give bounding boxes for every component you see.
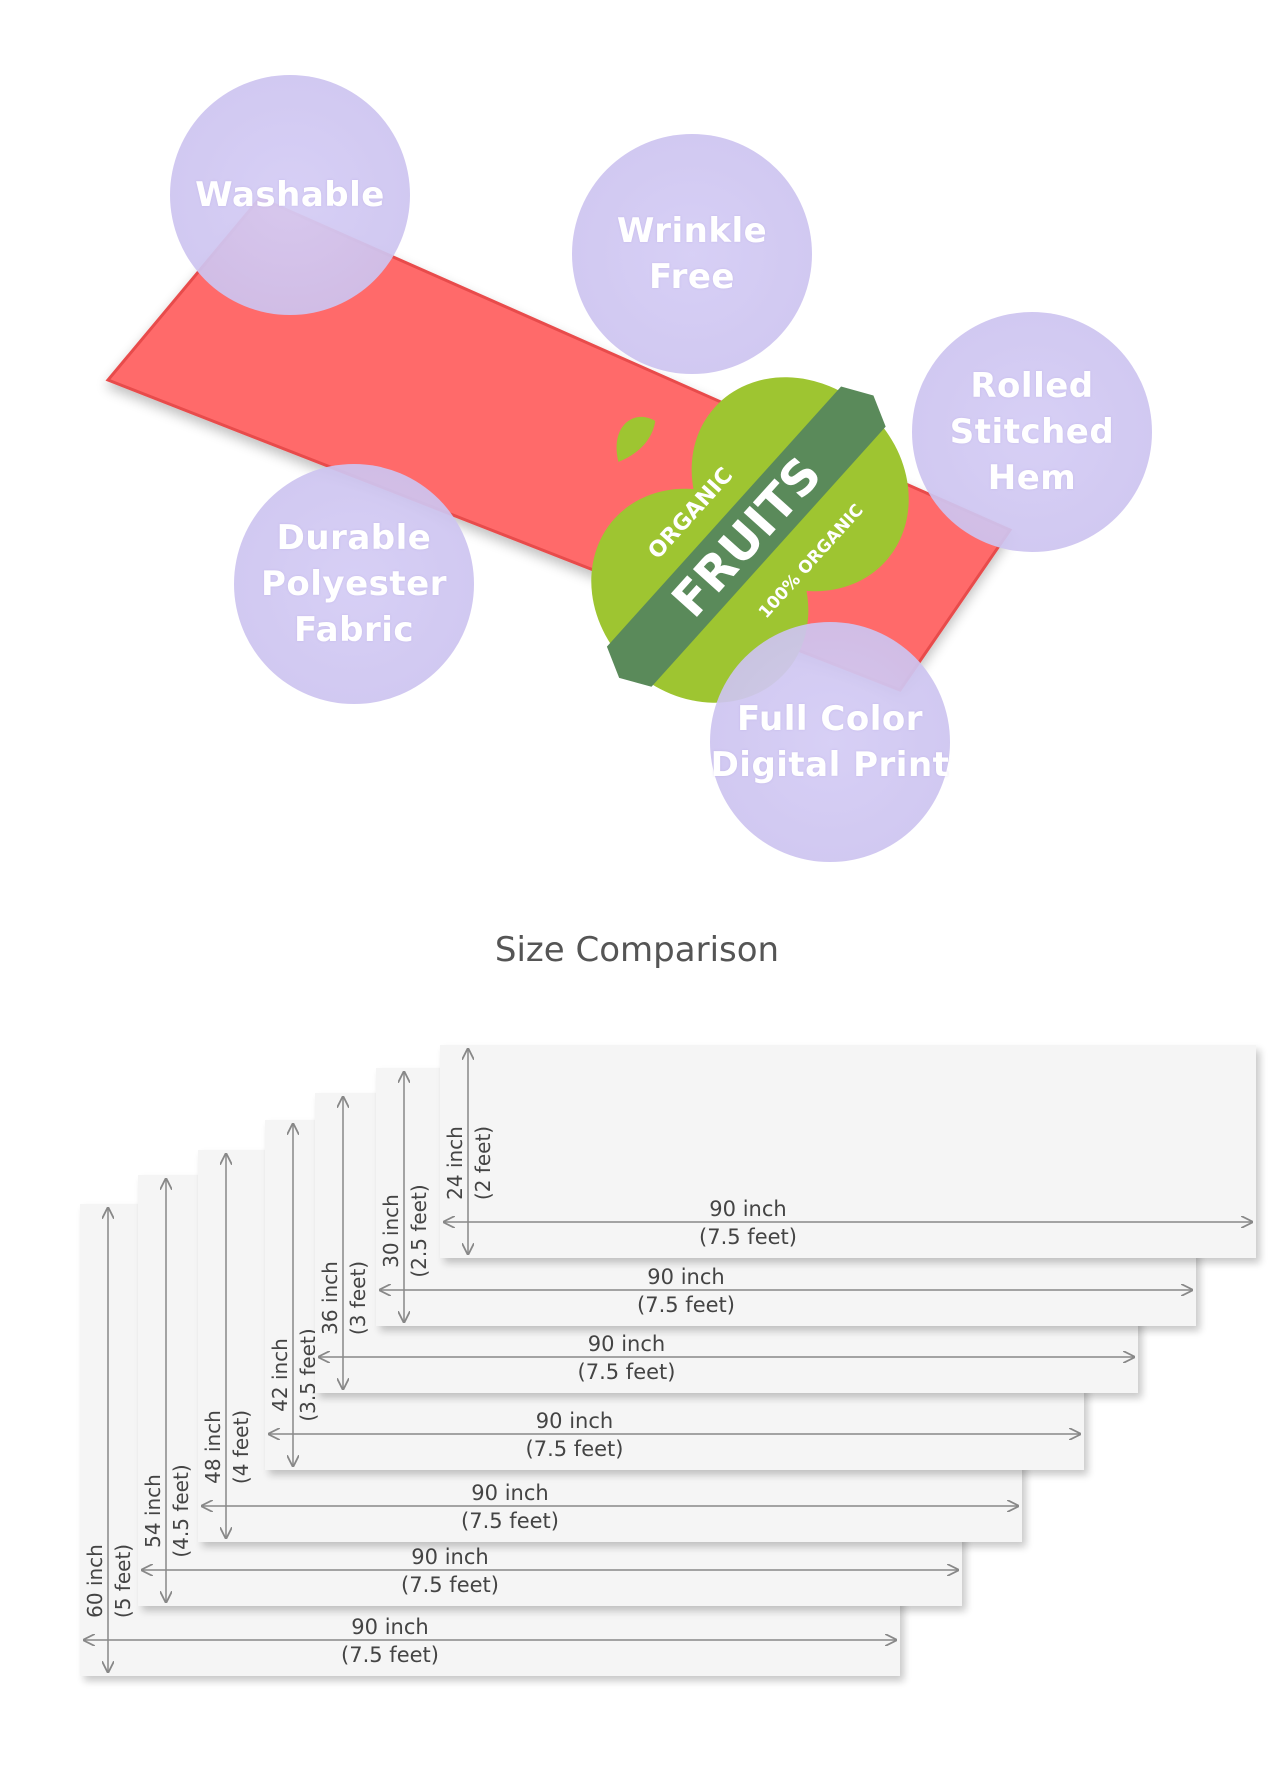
- width-inch-label: 90 inch: [588, 1332, 665, 1356]
- feature-badge-wrinkle-free: Wrinkle Free: [572, 134, 812, 374]
- feature-badge-durable-polyester-fabric: Durable Polyester Fabric: [234, 464, 474, 704]
- width-inch-label: 90 inch: [536, 1409, 613, 1433]
- organic-fruits-logo: FRUITS ORGANIC 100% ORGANIC: [591, 377, 909, 703]
- height-feet-label: (2.5 feet): [407, 1184, 431, 1277]
- feature-badge-rolled-stitched-hem: Rolled Stitched Hem: [912, 312, 1152, 552]
- table-runner-illustration: FRUITS ORGANIC 100% ORGANIC: [105, 196, 1013, 703]
- feature-label: Wrinkle Free: [616, 211, 768, 297]
- height-inch-label: 24 inch: [443, 1126, 467, 1200]
- feature-label: Washable: [195, 175, 385, 215]
- width-inch-label: 90 inch: [647, 1265, 724, 1289]
- height-inch-label: 60 inch: [83, 1544, 107, 1618]
- width-inch-label: 90 inch: [709, 1197, 786, 1221]
- height-feet-label: (5 feet): [111, 1544, 135, 1618]
- width-inch-label: 90 inch: [351, 1615, 428, 1639]
- width-feet-label: (7.5 feet): [526, 1437, 624, 1461]
- leaf-icon: [616, 416, 656, 462]
- width-feet-label: (7.5 feet): [401, 1573, 499, 1597]
- feature-badge-full-color-digital-print: Full Color Digital Print: [710, 622, 950, 862]
- product-hero: FRUITS ORGANIC 100% ORGANIC Washable Wri…: [105, 75, 1152, 862]
- feature-label: Durable Polyester Fabric: [261, 518, 447, 650]
- size-card: 24 inch(2 feet) 90 inch (7.5 feet): [440, 1045, 1256, 1258]
- height-feet-label: (4.5 feet): [169, 1464, 193, 1557]
- feature-badge-washable: Washable: [170, 75, 410, 315]
- height-feet-label: (3 feet): [346, 1261, 370, 1335]
- width-feet-label: (7.5 feet): [699, 1225, 797, 1249]
- width-inch-label: 90 inch: [411, 1545, 488, 1569]
- size-card-panel: [440, 1045, 1256, 1258]
- width-feet-label: (7.5 feet): [637, 1293, 735, 1317]
- width-feet-label: (7.5 feet): [461, 1509, 559, 1533]
- height-feet-label: (4 feet): [229, 1410, 253, 1484]
- height-inch-label: 42 inch: [268, 1338, 292, 1412]
- width-feet-label: (7.5 feet): [341, 1643, 439, 1667]
- size-comparison-title: Size Comparison: [494, 930, 780, 970]
- size-comparison-diagram: 60 inch(5 feet)90 inch(7.5 feet)54 inch(…: [80, 1045, 1256, 1676]
- feature-label: Rolled Stitched Hem: [949, 366, 1115, 498]
- feature-label: Full Color Digital Print: [710, 699, 950, 785]
- height-inch-label: 54 inch: [141, 1474, 165, 1548]
- height-inch-label: 48 inch: [201, 1410, 225, 1484]
- width-feet-label: (7.5 feet): [578, 1360, 676, 1384]
- height-inch-label: 30 inch: [379, 1194, 403, 1268]
- height-feet-label: (2 feet): [471, 1126, 495, 1200]
- height-inch-label: 36 inch: [318, 1261, 342, 1335]
- width-inch-label: 90 inch: [471, 1481, 548, 1505]
